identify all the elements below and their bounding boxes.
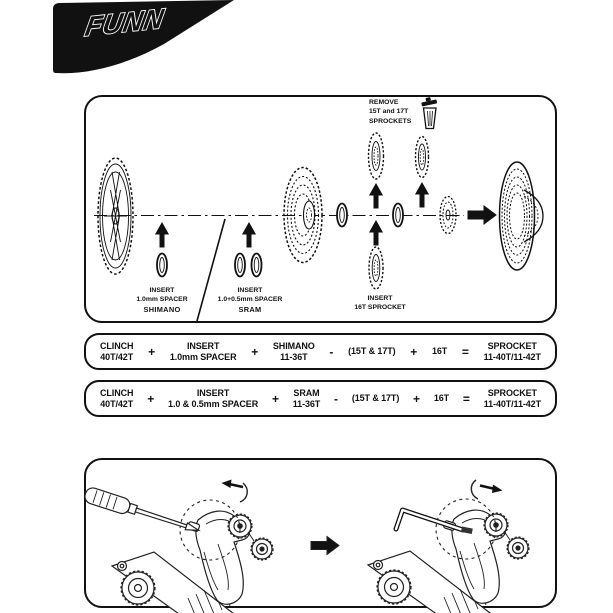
plus-operator: + <box>271 391 279 406</box>
plus-operator: + <box>413 391 421 406</box>
funn-logo: FUNN <box>53 0 234 74</box>
equals-operator: = <box>462 391 470 406</box>
equals-operator: = <box>461 344 469 359</box>
plus-operator: + <box>410 344 418 359</box>
formula-term-removed: (15T & 17T) <box>348 346 396 357</box>
remove-sprockets-note: REMOVE 15T and 17T SPROCKETS <box>369 99 412 125</box>
formula-term-16t: 16T <box>431 346 448 357</box>
minus-operator: - <box>334 391 338 406</box>
logo-text: FUNN <box>83 3 167 42</box>
plus-operator: + <box>148 344 156 359</box>
formula-term-16t: 16T <box>433 393 450 404</box>
minus-operator: - <box>329 344 334 359</box>
formula-term-removed: (15T & 17T) <box>351 393 400 404</box>
bscrew-adjust-panel <box>84 458 557 608</box>
insert-sram-spacer-note: INSERT 1.0+0.5mm SPACER SRAM <box>217 287 283 314</box>
insert-16t-note: INSERT 16T SPROCKET <box>354 295 406 312</box>
plus-operator: + <box>147 391 155 406</box>
plus-operator: + <box>251 344 259 359</box>
insert-shimano-spacer-note: INSERT 1.0mm SPACER SHIMANO <box>136 287 188 314</box>
